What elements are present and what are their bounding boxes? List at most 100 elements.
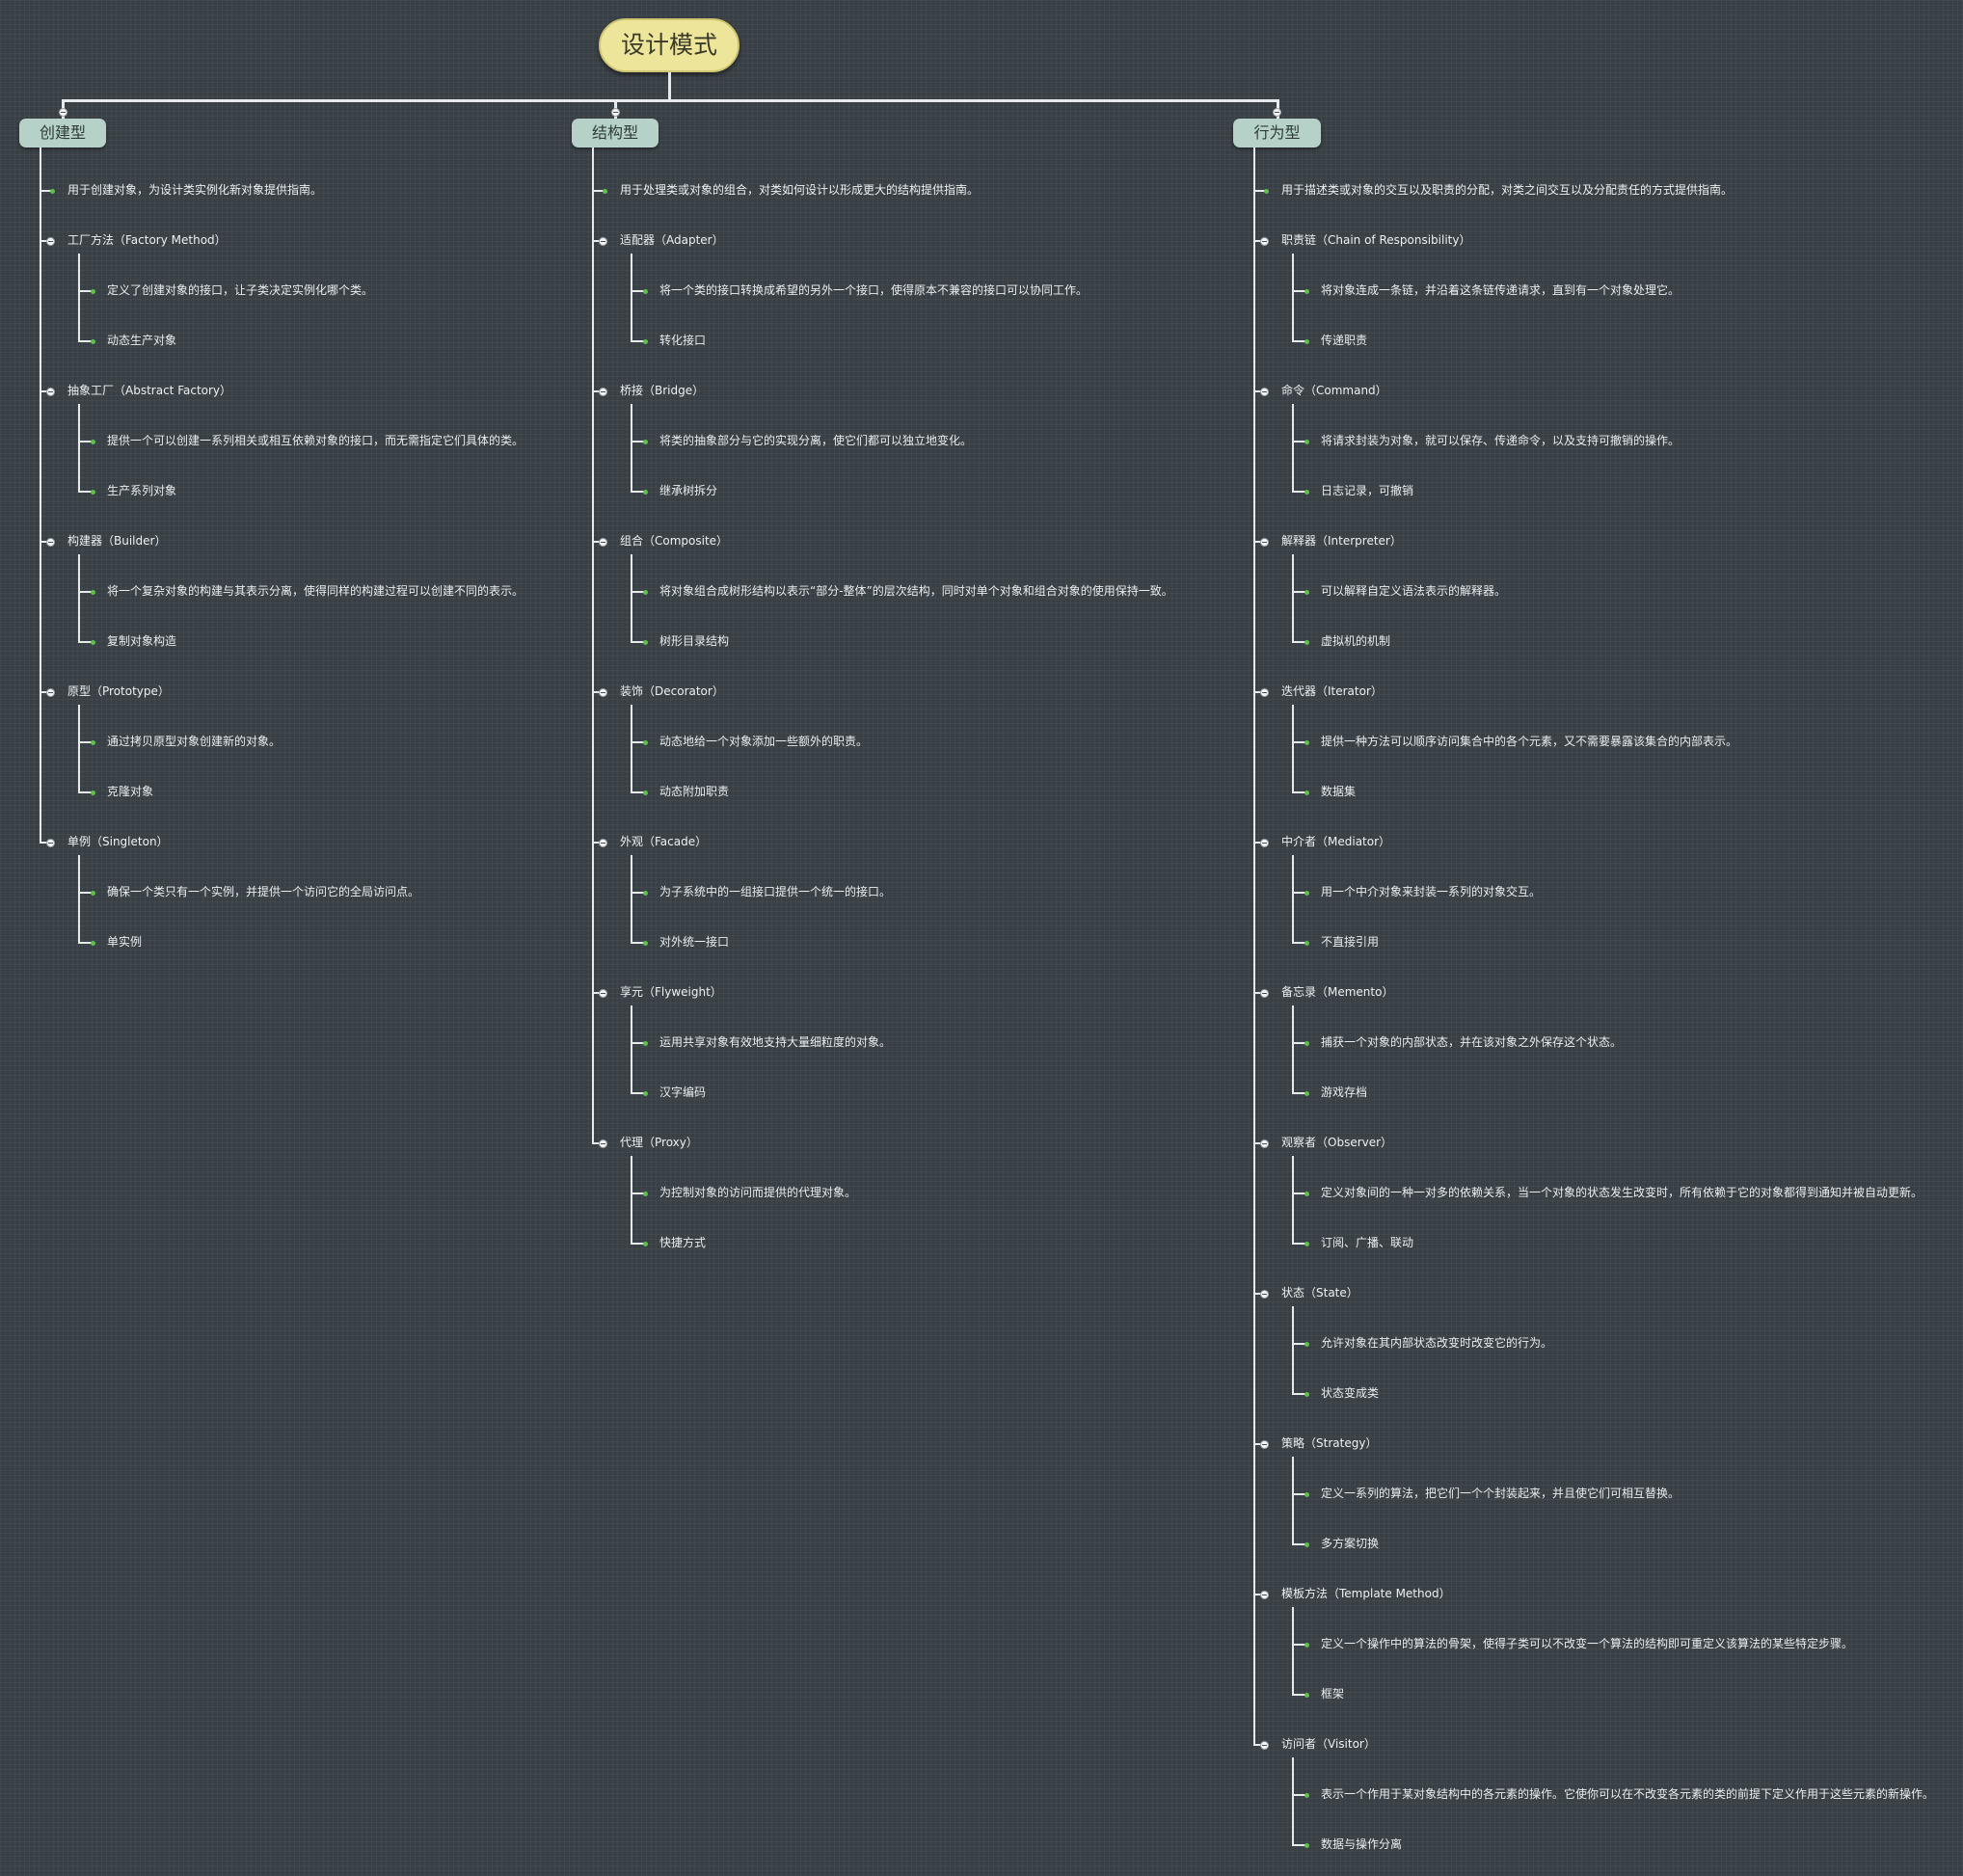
pattern-name[interactable]: 备忘录（Memento） (1281, 985, 1394, 999)
pattern-name[interactable]: 代理（Proxy） (620, 1136, 698, 1149)
leaf-dot (1304, 890, 1309, 896)
collapse-toggle-icon[interactable] (1260, 387, 1269, 396)
sub-spine (1292, 705, 1294, 792)
pattern-note: 多方案切换 (1321, 1537, 1380, 1550)
collapse-toggle-icon[interactable] (1260, 1590, 1269, 1599)
pattern-note: 状态变成类 (1321, 1386, 1380, 1400)
connector (1253, 390, 1266, 392)
collapse-toggle-icon[interactable] (599, 687, 607, 697)
pattern-note: 生产系列对象 (107, 484, 177, 497)
collapse-toggle-icon[interactable] (599, 387, 607, 396)
connector (592, 842, 605, 844)
pattern-name[interactable]: 享元（Flyweight） (620, 985, 722, 999)
root-topic[interactable]: 设计模式 (599, 18, 739, 72)
category-structural[interactable]: 结构型 (572, 119, 659, 147)
pattern-name[interactable]: 解释器（Interpreter） (1281, 534, 1402, 548)
collapse-toggle-icon[interactable] (1260, 1139, 1269, 1148)
connector (1292, 942, 1306, 944)
pattern-name[interactable]: 策略（Strategy） (1281, 1436, 1378, 1450)
collapse-toggle-icon[interactable] (599, 988, 607, 998)
collapse-toggle-icon[interactable] (599, 236, 607, 246)
pattern-name[interactable]: 单例（Singleton） (67, 835, 169, 848)
leaf-dot (1304, 1692, 1309, 1698)
connector (1292, 1393, 1306, 1395)
collapse-toggle-icon[interactable] (46, 838, 55, 847)
leaf-dot (1304, 1391, 1309, 1397)
pattern-name[interactable]: 观察者（Observer） (1281, 1136, 1393, 1149)
collapse-toggle-icon[interactable] (599, 1139, 607, 1148)
pattern-name[interactable]: 抽象工厂（Abstract Factory） (67, 384, 232, 397)
collapse-toggle-icon[interactable] (46, 387, 55, 396)
pattern-name[interactable]: 模板方法（Template Method） (1281, 1587, 1451, 1600)
sub-spine (1292, 1306, 1294, 1394)
sub-spine (78, 705, 80, 792)
pattern-definition: 允许对象在其内部状态改变时改变它的行为。 (1321, 1336, 1553, 1350)
category-creational[interactable]: 创建型 (19, 119, 106, 147)
category-behavioral[interactable]: 行为型 (1233, 119, 1321, 147)
pattern-note: 动态生产对象 (107, 334, 177, 347)
connector (1292, 441, 1306, 442)
pattern-name[interactable]: 迭代器（Iterator） (1281, 684, 1383, 698)
leaf-dot (1304, 589, 1309, 595)
collapse-toggle-icon[interactable] (1260, 988, 1269, 998)
connector (78, 892, 93, 894)
collapse-toggle-icon[interactable] (1260, 838, 1269, 847)
pattern-name[interactable]: 访问者（Visitor） (1281, 1737, 1376, 1751)
collapse-toggle-icon[interactable] (46, 537, 55, 547)
leaf-dot (91, 790, 95, 795)
pattern-name[interactable]: 构建器（Builder） (67, 534, 167, 548)
sub-spine (1292, 855, 1294, 943)
leaf-dot (643, 338, 648, 344)
pattern-note: 汉字编码 (659, 1085, 707, 1099)
spine-creational (40, 147, 41, 843)
pattern-name[interactable]: 原型（Prototype） (67, 684, 170, 698)
pattern-note: 数据集 (1321, 785, 1357, 798)
root-connector (668, 72, 671, 101)
pattern-name[interactable]: 组合（Composite） (620, 534, 729, 548)
collapse-toggle-icon[interactable] (1260, 1740, 1269, 1750)
collapse-toggle-icon[interactable] (46, 236, 55, 246)
pattern-definition: 将类的抽象部分与它的实现分离，使它们都可以独立地变化。 (659, 434, 973, 447)
pattern-name[interactable]: 适配器（Adapter） (620, 233, 724, 247)
collapse-toggle-icon[interactable] (1260, 236, 1269, 246)
pattern-name[interactable]: 状态（State） (1281, 1286, 1358, 1300)
collapse-toggle-icon[interactable] (1260, 1439, 1269, 1449)
collapse-toggle-icon[interactable] (599, 838, 607, 847)
collapse-toggle-icon[interactable] (58, 108, 67, 117)
collapse-toggle-icon[interactable] (1273, 108, 1281, 117)
pattern-definition: 为控制对象的访问而提供的代理对象。 (659, 1186, 857, 1199)
connector (78, 441, 93, 442)
pattern-name[interactable]: 中介者（Mediator） (1281, 835, 1391, 848)
connector (1253, 240, 1266, 242)
connector (631, 791, 645, 793)
pattern-name[interactable]: 工厂方法（Factory Method） (67, 233, 227, 247)
leaf-dot (643, 790, 648, 795)
pattern-name[interactable]: 装饰（Decorator） (620, 684, 724, 698)
pattern-name[interactable]: 桥接（Bridge） (620, 384, 705, 397)
leaf-dot (643, 288, 648, 294)
connector (1253, 1594, 1266, 1595)
leaf-dot (1304, 1792, 1309, 1798)
connector (78, 290, 93, 292)
connector (1292, 491, 1306, 493)
pattern-name[interactable]: 职责链（Chain of Responsibility） (1281, 233, 1471, 247)
collapse-toggle-icon[interactable] (1260, 1289, 1269, 1299)
connector (1292, 791, 1306, 793)
leaf-dot (643, 589, 648, 595)
collapse-toggle-icon[interactable] (46, 687, 55, 697)
collapse-toggle-icon[interactable] (1260, 687, 1269, 697)
leaf-dot (643, 739, 648, 745)
pattern-definition: 提供一种方法可以顺序访问集合中的各个元素，又不需要暴露该集合的内部表示。 (1321, 735, 1738, 748)
sub-spine (1292, 1005, 1294, 1093)
leaf-dot (643, 1040, 648, 1046)
pattern-name[interactable]: 命令（Command） (1281, 384, 1387, 397)
collapse-toggle-icon[interactable] (1260, 537, 1269, 547)
collapse-toggle-icon[interactable] (599, 537, 607, 547)
leaf-dot (643, 1090, 648, 1096)
pattern-definition: 定义一个操作中的算法的骨架，使得子类可以不改变一个算法的结构即可重定义该算法的某… (1321, 1637, 1854, 1650)
collapse-toggle-icon[interactable] (610, 108, 620, 117)
connector (1292, 290, 1306, 292)
connector (631, 1243, 645, 1245)
pattern-name[interactable]: 外观（Facade） (620, 835, 708, 848)
